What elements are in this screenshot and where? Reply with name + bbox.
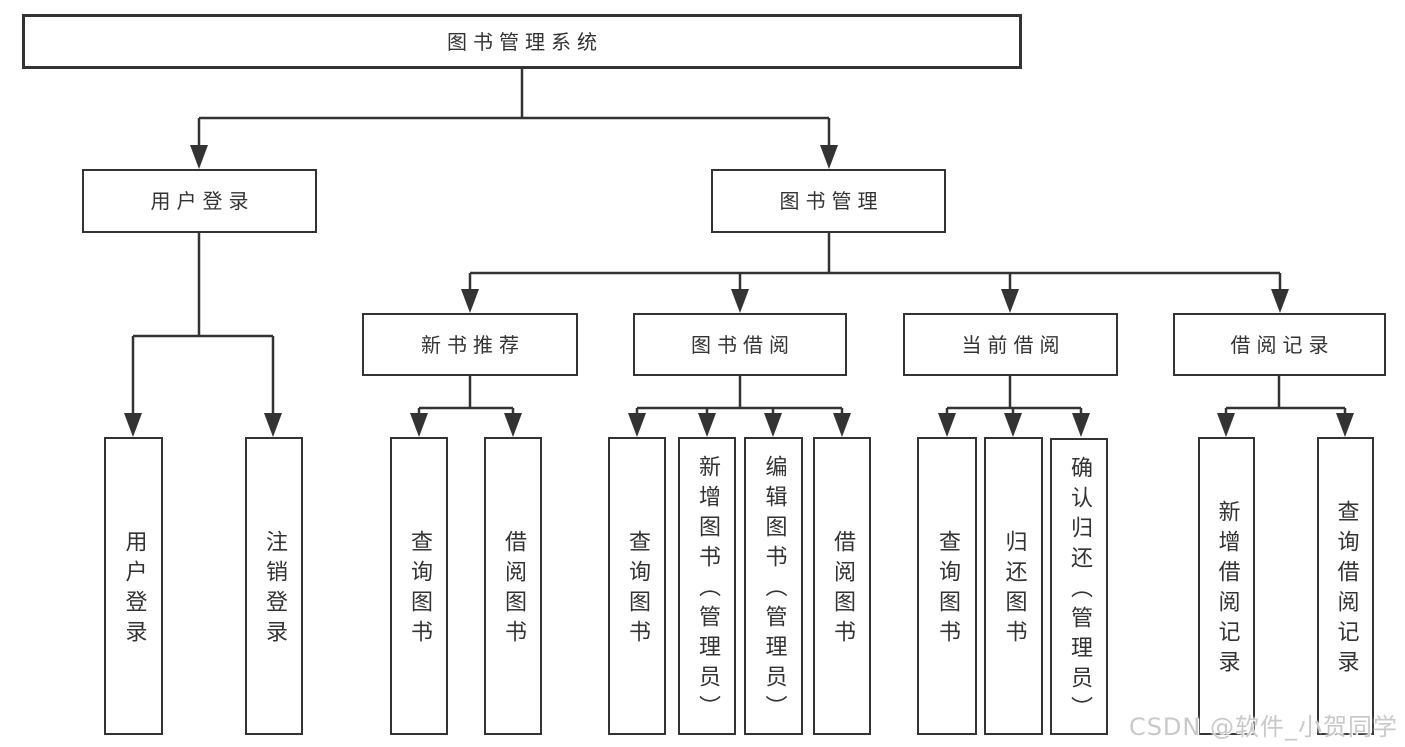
node-library-management-system: 图书管理系统 — [22, 14, 1022, 69]
connector-new-book-recommend-to-leaves — [410, 376, 522, 437]
connector-user-login-to-leaves — [124, 233, 282, 437]
leaf-logout-label: 注销登录 — [262, 530, 287, 650]
node-current-borrow-label: 当前借阅 — [961, 332, 1066, 357]
leaf-borrow-add-books-admin: 新增图书（管理员） — [678, 437, 736, 735]
node-borrow-record-label: 借阅记录 — [1230, 332, 1335, 357]
leaf-borrow-query-books-label: 查询图书 — [625, 530, 650, 650]
leaf-current-confirm-return-admin: 确认归还（管理员） — [1050, 438, 1108, 735]
node-new-book-recommend-label: 新书推荐 — [421, 332, 525, 357]
node-borrow-record: 借阅记录 — [1173, 313, 1386, 376]
leaf-record-add-borrow-record: 新增借阅记录 — [1198, 437, 1255, 735]
node-user-login-label: 用户登录 — [150, 189, 255, 213]
node-book-management-label: 图书管理 — [779, 189, 884, 213]
node-book-management: 图书管理 — [711, 169, 946, 233]
leaf-current-confirm-return-admin-label: 确认归还（管理员） — [1067, 455, 1092, 726]
leaf-newbook-query-books: 查询图书 — [390, 437, 448, 735]
leaf-current-return-books: 归还图书 — [984, 437, 1043, 735]
leaf-borrow-borrow-books-label: 借阅图书 — [830, 530, 855, 650]
leaf-borrow-edit-books-admin: 编辑图书（管理员） — [744, 437, 803, 735]
connector-book-management-to-level3 — [461, 233, 1289, 313]
leaf-record-query-borrow-record-label: 查询借阅记录 — [1333, 500, 1359, 680]
leaf-current-query-books: 查询图书 — [917, 437, 977, 735]
csdn-watermark: CSDN @软件_小贺同学 — [1128, 713, 1398, 741]
node-library-management-system-label: 图书管理系统 — [447, 29, 603, 54]
leaf-record-add-borrow-record-label: 新增借阅记录 — [1214, 500, 1240, 680]
node-book-borrow: 图书借阅 — [633, 313, 847, 376]
leaf-logout: 注销登录 — [245, 437, 303, 735]
connector-borrow-record-to-leaves — [1217, 376, 1354, 437]
connector-book-borrow-to-leaves — [628, 376, 851, 437]
leaf-borrow-borrow-books: 借阅图书 — [813, 437, 871, 735]
connector-root-to-level2 — [190, 68, 838, 169]
leaf-newbook-borrow-books-label: 借阅图书 — [501, 530, 526, 650]
connector-current-borrow-to-leaves — [938, 376, 1090, 437]
leaf-current-query-books-label: 查询图书 — [935, 530, 960, 650]
node-new-book-recommend: 新书推荐 — [362, 313, 578, 376]
leaf-borrow-add-books-admin-label: 新增图书（管理员） — [695, 455, 720, 725]
leaf-borrow-query-books: 查询图书 — [608, 437, 666, 735]
leaf-current-return-books-label: 归还图书 — [1001, 530, 1027, 650]
leaf-newbook-query-books-label: 查询图书 — [407, 530, 432, 650]
leaf-borrow-edit-books-admin-label: 编辑图书（管理员） — [761, 455, 787, 725]
leaf-user-login: 用户登录 — [104, 437, 163, 735]
node-book-borrow-label: 图书借阅 — [691, 332, 795, 357]
node-current-borrow: 当前借阅 — [903, 313, 1118, 376]
leaf-record-query-borrow-record: 查询借阅记录 — [1317, 437, 1374, 735]
leaf-user-login-label: 用户登录 — [121, 530, 147, 650]
leaf-newbook-borrow-books: 借阅图书 — [484, 437, 542, 735]
node-user-login: 用户登录 — [82, 169, 317, 233]
